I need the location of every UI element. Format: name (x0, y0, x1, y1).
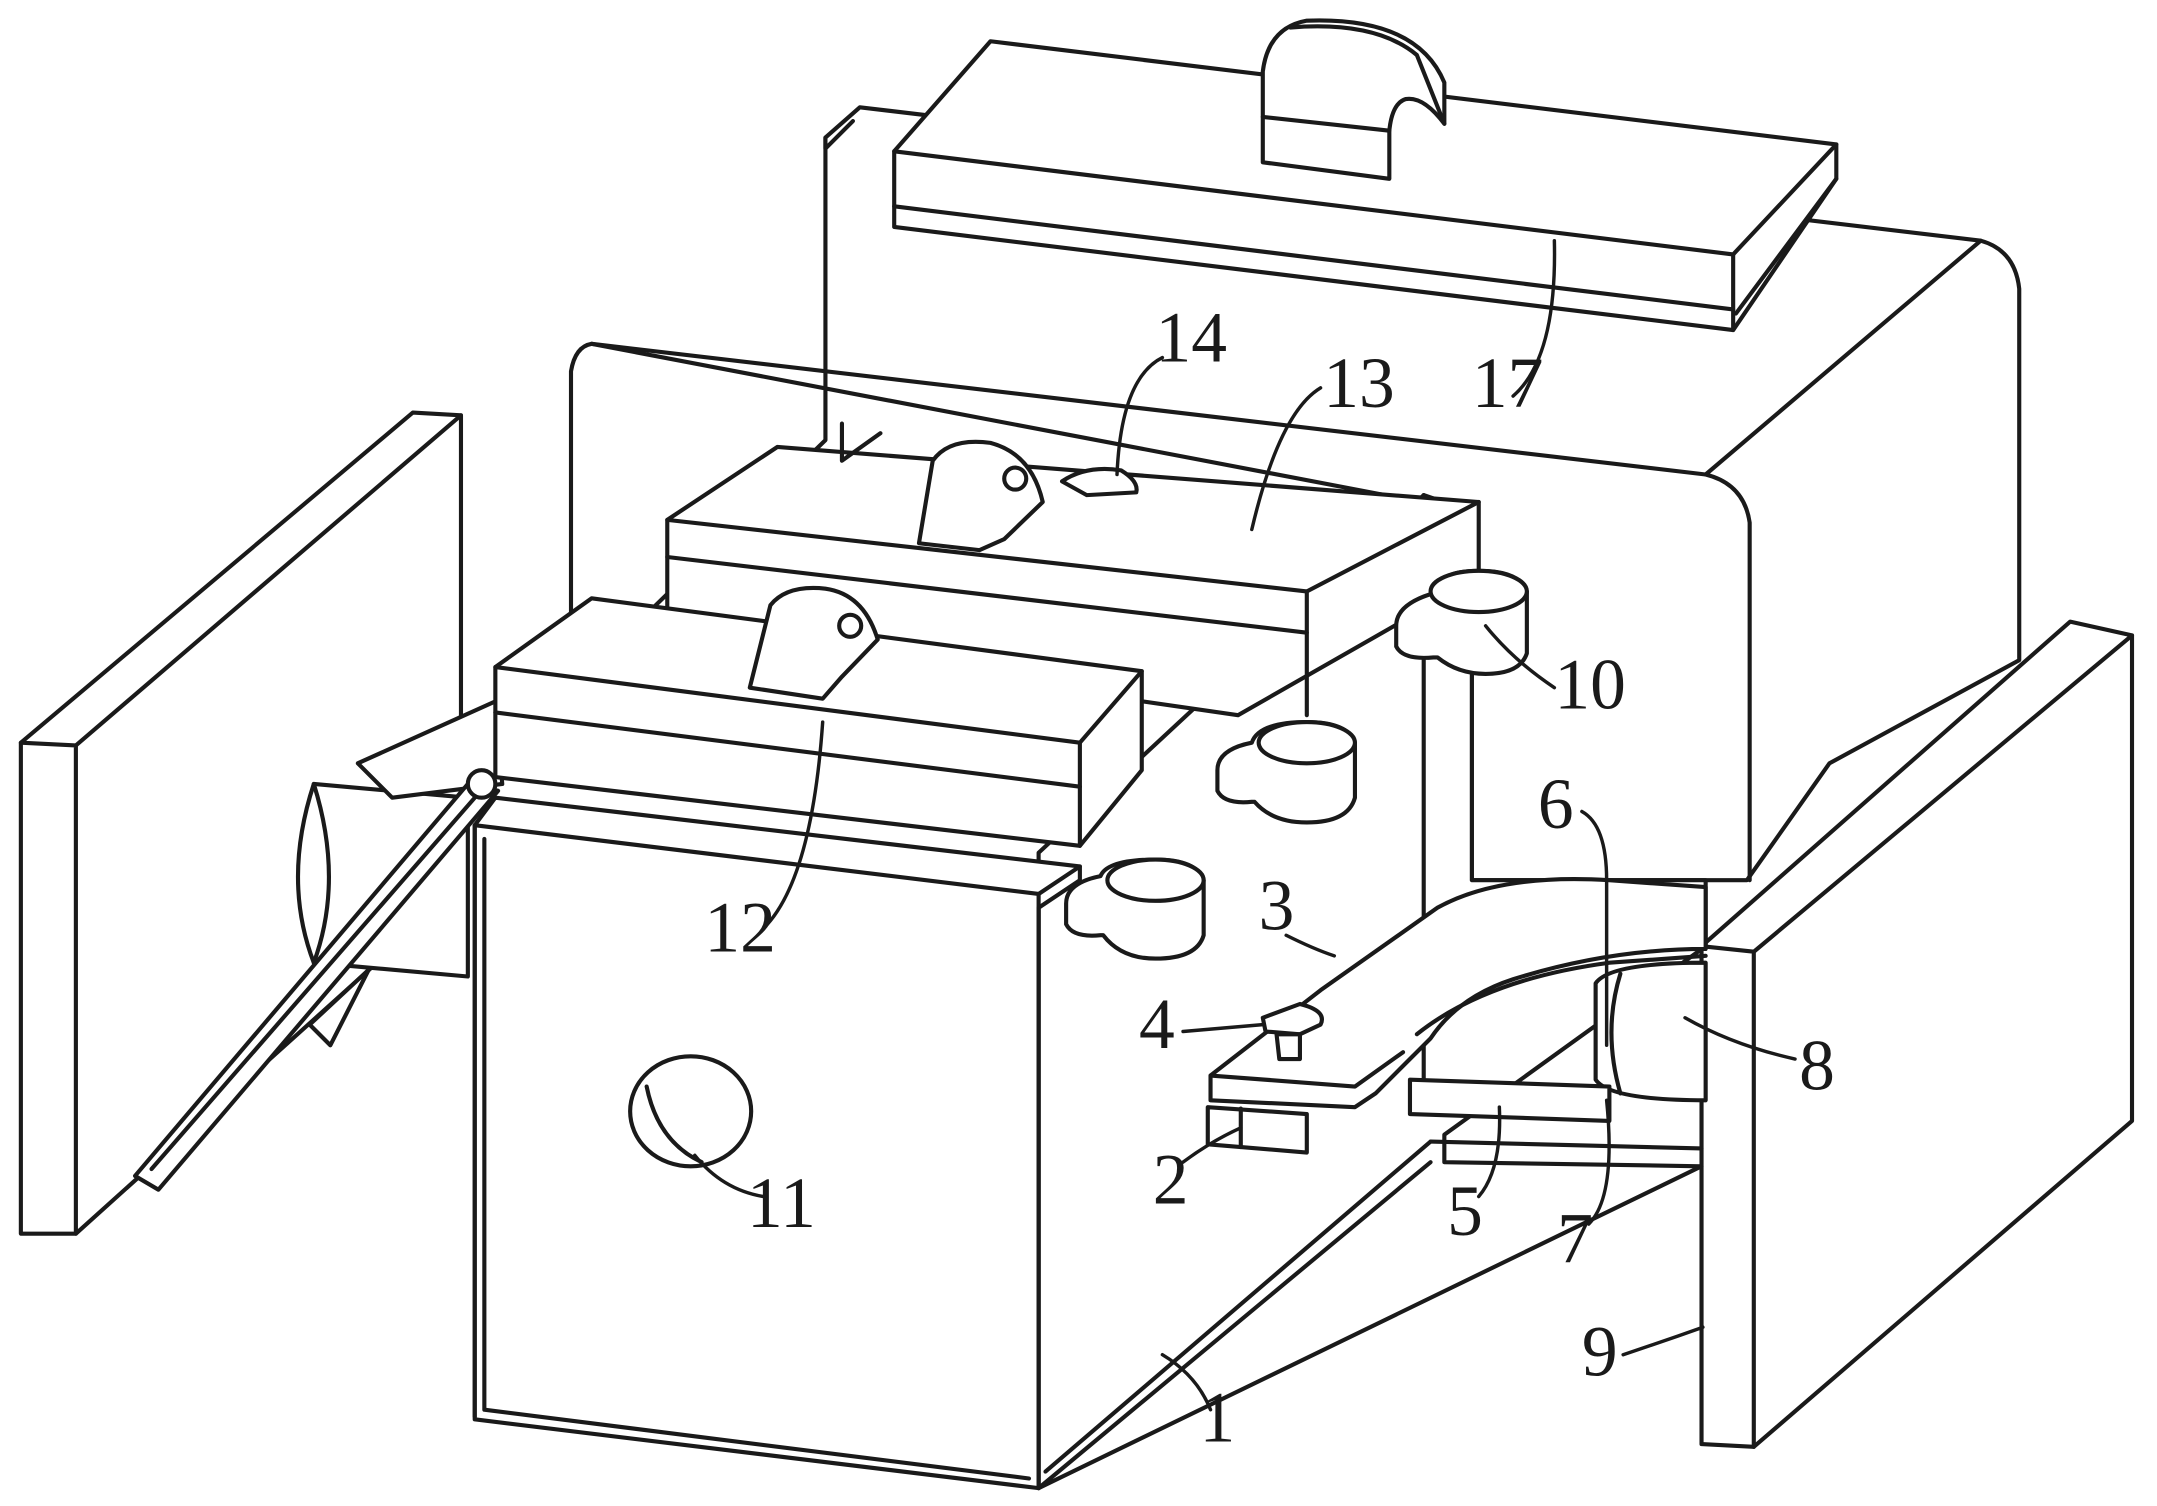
rear-box-handle (916, 439, 1139, 553)
leader-6 (1580, 809, 1609, 1047)
front-main-box (472, 795, 1433, 1491)
leader-14 (1115, 355, 1165, 477)
callout-3: 3 (1259, 867, 1295, 946)
leader-11 (693, 1153, 766, 1199)
top-cover-plate (892, 39, 1839, 333)
callout-10: 10 (1554, 645, 1626, 724)
callout-4: 4 (1139, 985, 1175, 1064)
callout-5: 5 (1447, 1172, 1483, 1251)
leader-7 (1587, 1098, 1611, 1226)
callout-1: 1 (1200, 1378, 1236, 1457)
lower-pad-5 (1407, 1077, 1612, 1123)
callout-12: 12 (704, 889, 776, 968)
leader-lines (693, 238, 1797, 1412)
cylinder-boss-middle (1215, 719, 1358, 825)
leader-12 (761, 720, 825, 931)
callout-14: 14 (1156, 299, 1228, 378)
bolt-4 (1260, 1001, 1324, 1062)
leader-1 (1160, 1352, 1213, 1412)
callout-labels: 1 2 3 4 5 6 7 8 9 10 11 12 13 14 17 (704, 299, 1835, 1458)
lower-pad-2 (1205, 1105, 1309, 1155)
callout-6: 6 (1538, 765, 1574, 844)
observation-hole (628, 1054, 754, 1169)
leader-4 (1181, 1022, 1265, 1034)
callout-9: 9 (1582, 1312, 1618, 1391)
leader-13 (1250, 386, 1323, 532)
cylinder-boss-lower (1064, 857, 1206, 961)
leader-2 (1181, 1126, 1243, 1164)
arched-bracket (1208, 877, 1708, 1110)
callout-7: 7 (1557, 1200, 1593, 1279)
front-clamp-box (493, 596, 1144, 848)
right-roller (1593, 960, 1708, 1103)
callout-11: 11 (747, 1164, 816, 1243)
leader-9 (1621, 1325, 1705, 1357)
inclined-rod (132, 768, 501, 1192)
leader-8 (1683, 1016, 1797, 1061)
leader-3 (1284, 933, 1337, 958)
callout-8: 8 (1799, 1026, 1835, 1105)
front-box-handle (747, 585, 880, 701)
callout-17: 17 (1472, 344, 1544, 423)
callout-13: 13 (1323, 344, 1395, 423)
right-side-plate (1699, 619, 2135, 1449)
leader-5 (1477, 1105, 1502, 1199)
leader-10 (1483, 624, 1557, 690)
cylinder-boss-upper (1394, 568, 1529, 676)
callout-2: 2 (1153, 1140, 1189, 1219)
leader-17 (1511, 238, 1557, 398)
top-handle (1260, 18, 1447, 181)
